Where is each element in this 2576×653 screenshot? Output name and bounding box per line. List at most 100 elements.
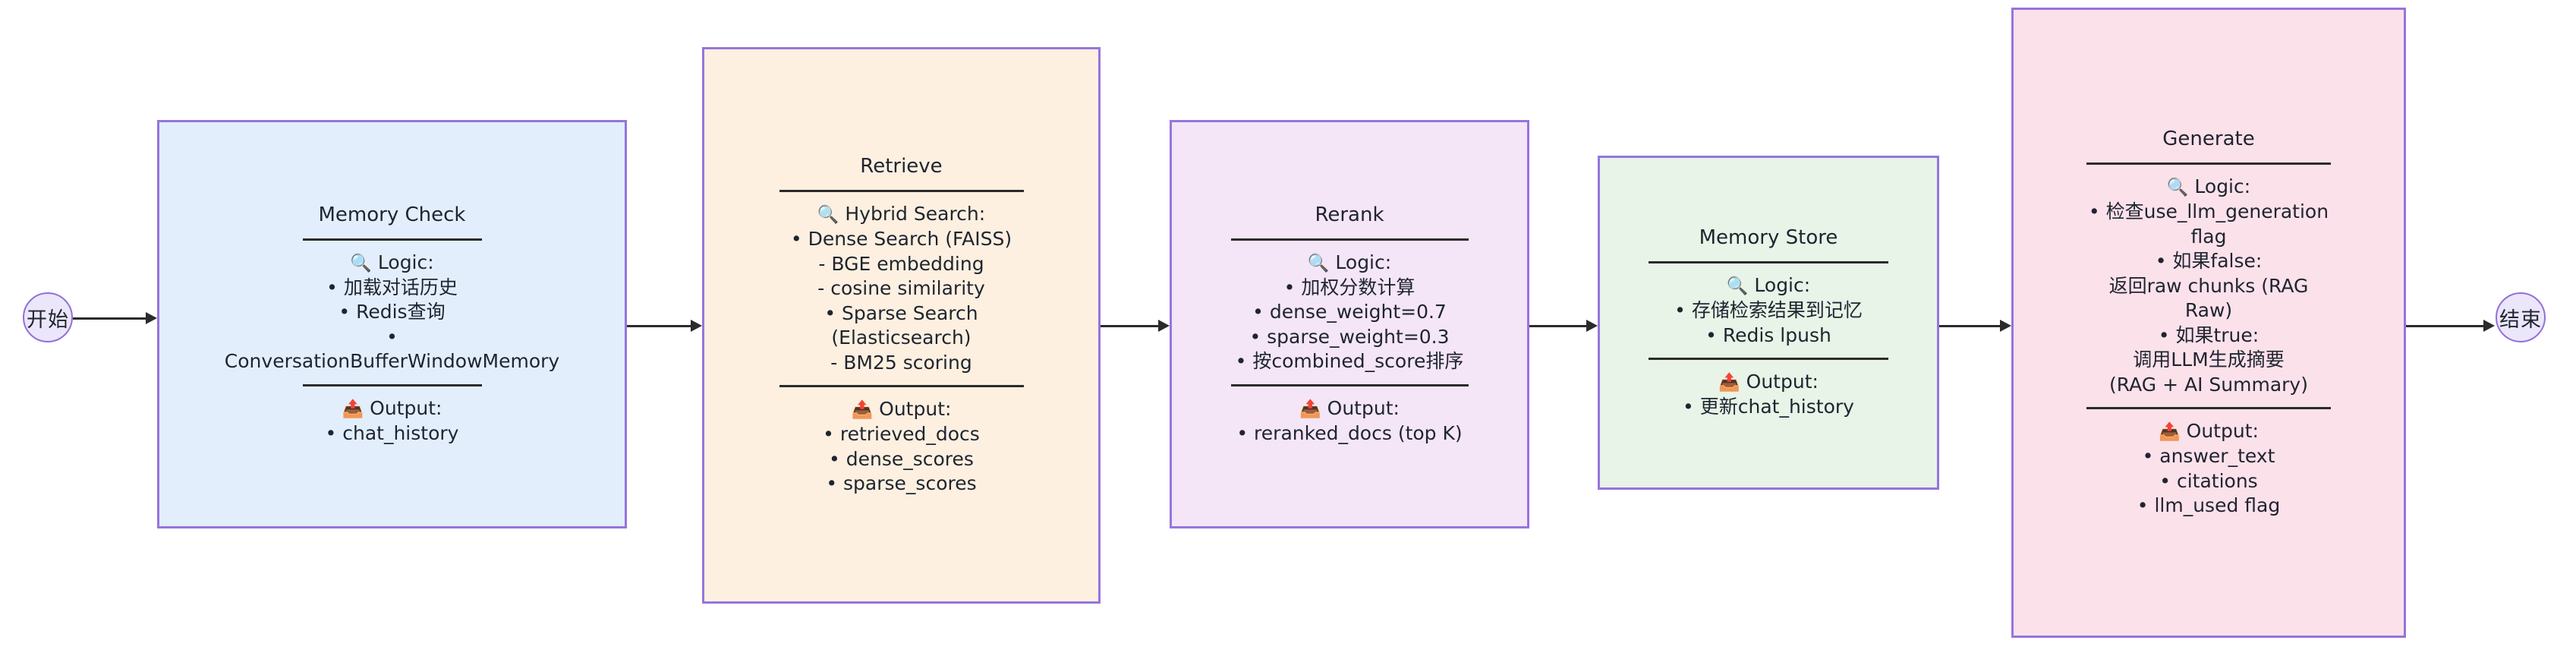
output-heading: 📤 Output: xyxy=(342,396,442,421)
hybrid-search-heading: 🔍 Hybrid Search: xyxy=(817,202,985,227)
node-memory-check[interactable]: Memory Check 🔍 Logic: • 加载对话历史 • Redis查询… xyxy=(157,120,627,528)
logic-section: 🔍 Logic: • 加权分数计算 • dense_weight=0.7 • s… xyxy=(1179,251,1519,374)
divider xyxy=(1649,358,1888,361)
divider xyxy=(779,385,1024,388)
divider xyxy=(779,190,1024,193)
divider xyxy=(1649,261,1888,264)
logic-line: • xyxy=(386,325,398,348)
hybrid-search-line: - BM25 scoring xyxy=(830,351,972,374)
logic-line: (RAG + AI Summary) xyxy=(2109,373,2308,396)
arrow-head xyxy=(2483,320,2495,332)
logic-line: • dense_weight=0.7 xyxy=(1252,301,1447,323)
arrow-head xyxy=(2000,320,2011,332)
output-line: • chat_history xyxy=(325,421,459,444)
hybrid-search-line: - BGE embedding xyxy=(818,252,984,275)
outbox-tray-icon: 📤 xyxy=(342,399,364,419)
node-rerank[interactable]: Rerank 🔍 Logic: • 加权分数计算 • dense_weight=… xyxy=(1170,120,1529,528)
node-title: Memory Check xyxy=(318,203,466,226)
outbox-tray-icon: 📤 xyxy=(1718,373,1740,393)
outbox-tray-icon: 📤 xyxy=(1299,399,1321,419)
logic-line: • 按combined_score排序 xyxy=(1235,350,1464,373)
end-node[interactable]: 结束 xyxy=(2496,292,2546,342)
hybrid-search-line: (Elasticsearch) xyxy=(831,326,972,349)
logic-line: • Redis查询 xyxy=(339,301,446,323)
divider xyxy=(1230,383,1469,386)
divider xyxy=(2086,162,2331,166)
logic-line: 返回raw chunks (RAG xyxy=(2108,274,2309,297)
logic-line: Raw) xyxy=(2184,299,2233,322)
arrow-head xyxy=(1158,320,1170,332)
magnifying-glass-icon: 🔍 xyxy=(1726,276,1749,297)
output-heading: 📤 Output: xyxy=(1718,370,1819,395)
logic-line: ConversationBufferWindowMemory xyxy=(224,350,560,373)
logic-heading-label: Logic: xyxy=(377,251,434,273)
logic-line: 调用LLM生成摘要 xyxy=(2133,349,2285,371)
logic-section: 🔍 Logic: • 加载对话历史 • Redis查询 • Conversati… xyxy=(167,251,617,374)
magnifying-glass-icon: 🔍 xyxy=(350,253,372,273)
logic-line: • 如果false: xyxy=(2155,250,2263,273)
logic-heading-label: Logic: xyxy=(1335,251,1392,273)
logic-heading-label: Logic: xyxy=(2194,175,2251,198)
edge-shaft xyxy=(73,317,146,320)
node-retrieve[interactable]: Retrieve 🔍 Hybrid Search: • Dense Search… xyxy=(702,47,1101,604)
hybrid-search-section: 🔍 Hybrid Search: • Dense Search (FAISS) … xyxy=(712,202,1091,375)
hybrid-search-heading-label: Hybrid Search: xyxy=(845,203,986,226)
output-heading: 📤 Output: xyxy=(852,397,952,422)
output-heading: 📤 Output: xyxy=(2159,419,2259,444)
edge-shaft xyxy=(1529,325,1586,327)
output-section: 📤 Output: • chat_history xyxy=(167,396,617,446)
start-node[interactable]: 开始 xyxy=(23,292,73,342)
output-line: • dense_scores xyxy=(829,447,974,470)
node-title: Generate xyxy=(2162,128,2255,151)
output-line: • llm_used flag xyxy=(2137,494,2281,517)
magnifying-glass-icon: 🔍 xyxy=(1307,253,1330,273)
output-heading-label: Output: xyxy=(2186,420,2259,443)
divider xyxy=(302,383,482,386)
output-heading: 📤 Output: xyxy=(1299,396,1400,421)
logic-line: • Redis lpush xyxy=(1705,323,1831,346)
logic-heading: 🔍 Logic: xyxy=(350,251,433,276)
logic-line: • sparse_weight=0.3 xyxy=(1249,325,1450,348)
output-line: • reranked_docs (top K) xyxy=(1236,421,1463,444)
edge-shaft xyxy=(1101,325,1158,327)
divider xyxy=(302,238,482,241)
hybrid-search-line: • Sparse Search xyxy=(824,301,978,324)
edge-shaft xyxy=(1939,325,2000,327)
output-section: 📤 Output: • reranked_docs (top K) xyxy=(1179,396,1519,446)
logic-line: • 加载对话历史 xyxy=(326,276,458,298)
node-title: Memory Store xyxy=(1699,226,1838,250)
output-heading-label: Output: xyxy=(370,396,442,419)
output-section: 📤 Output: • 更新chat_history xyxy=(1608,370,1929,419)
divider xyxy=(1230,238,1469,241)
hybrid-search-line: • Dense Search (FAISS) xyxy=(790,228,1012,251)
output-line: • answer_text xyxy=(2142,445,2275,468)
logic-line: • 如果true: xyxy=(2158,323,2260,346)
logic-heading: 🔍 Logic: xyxy=(2167,175,2250,200)
node-title: Rerank xyxy=(1315,203,1384,226)
edge-shaft xyxy=(627,325,691,327)
edge-shaft xyxy=(2406,325,2483,327)
outbox-tray-icon: 📤 xyxy=(2159,422,2181,443)
logic-line: • 存储检索结果到记忆 xyxy=(1674,299,1863,322)
start-node-label: 开始 xyxy=(27,308,69,332)
output-heading-label: Output: xyxy=(1746,371,1819,393)
logic-line: flag xyxy=(2190,225,2227,248)
logic-section: 🔍 Logic: • 存储检索结果到记忆 • Redis lpush xyxy=(1608,273,1929,348)
logic-heading: 🔍 Logic: xyxy=(1727,273,1810,298)
logic-line: • 加权分数计算 xyxy=(1283,276,1416,298)
magnifying-glass-icon: 🔍 xyxy=(2166,178,2189,198)
magnifying-glass-icon: 🔍 xyxy=(817,205,839,226)
node-memory-store[interactable]: Memory Store 🔍 Logic: • 存储检索结果到记忆 • Redi… xyxy=(1598,156,1939,490)
node-title: Retrieve xyxy=(860,155,943,178)
hybrid-search-line: - cosine similarity xyxy=(817,277,985,300)
output-line: • 更新chat_history xyxy=(1683,396,1854,418)
arrow-head xyxy=(691,320,702,332)
node-generate[interactable]: Generate 🔍 Logic: • 检查use_llm_generation… xyxy=(2011,8,2406,638)
outbox-tray-icon: 📤 xyxy=(851,400,874,421)
output-line: • retrieved_docs xyxy=(823,423,980,446)
output-heading-label: Output: xyxy=(879,398,952,421)
output-heading-label: Output: xyxy=(1327,396,1400,419)
output-section: 📤 Output: • answer_text • citations • ll… xyxy=(2021,419,2396,518)
logic-heading: 🔍 Logic: xyxy=(1308,251,1391,276)
